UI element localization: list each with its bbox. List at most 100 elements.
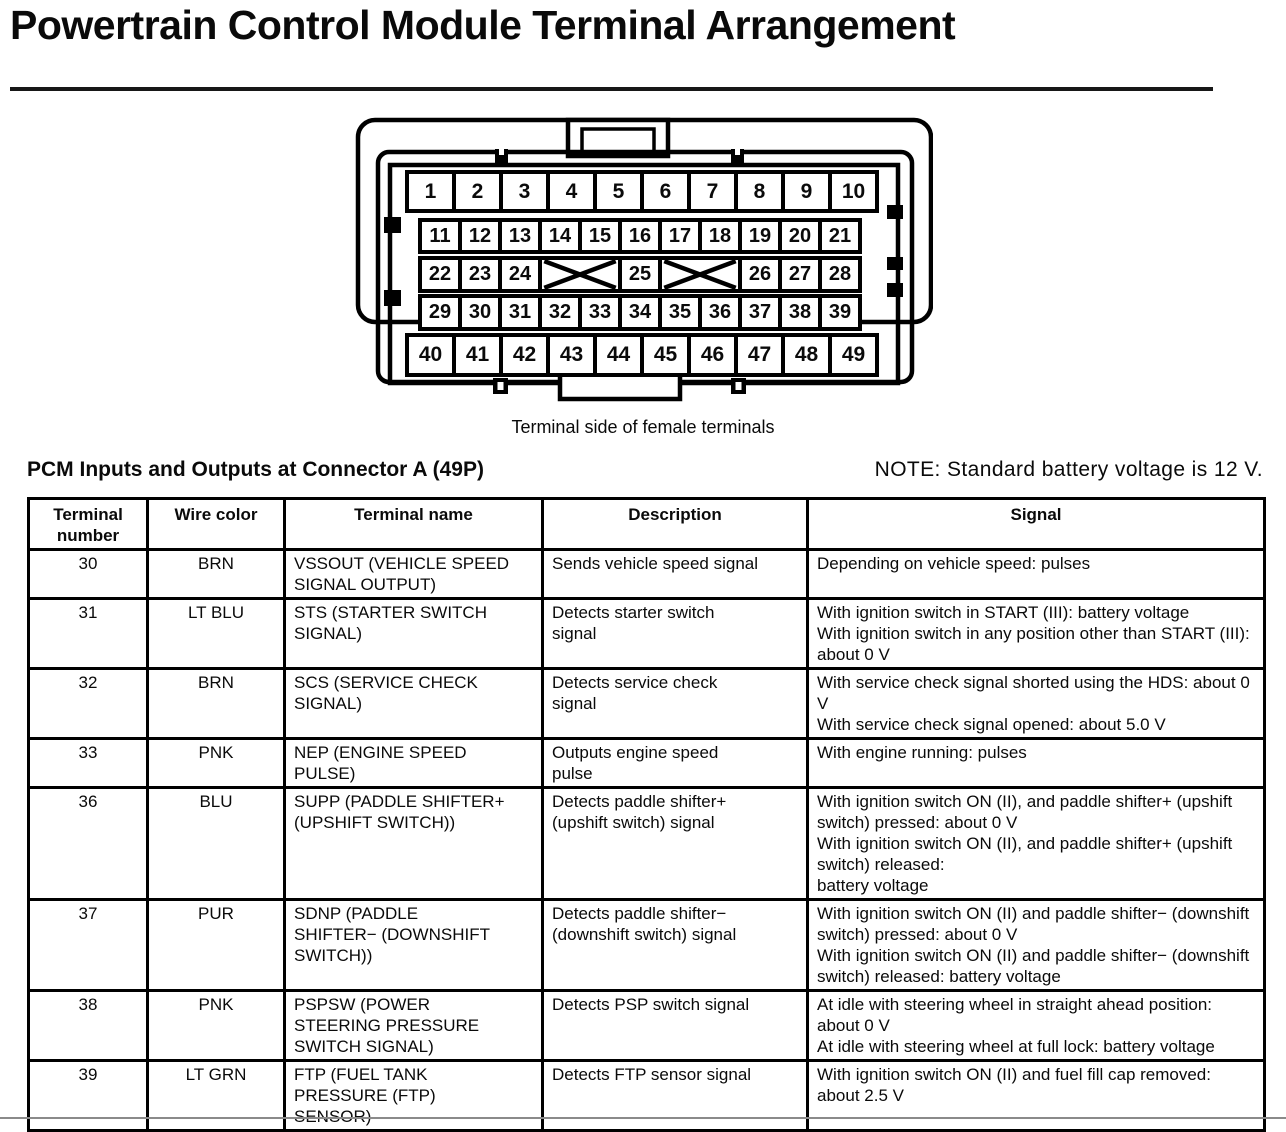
text-line: SIGNAL OUTPUT) — [294, 575, 436, 594]
text-line: SENSOR) — [294, 1106, 533, 1127]
bottom-rule — [0, 1117, 1286, 1119]
description-cell: Detects paddle shifter+(upshift switch) … — [541, 786, 809, 901]
signal-cell: With ignition switch ON (II), and paddle… — [806, 786, 1266, 901]
text-line: With ignition switch in START (III): bat… — [817, 603, 1190, 622]
text-line: pulse — [552, 764, 593, 783]
terminal-number-cell: 39 — [27, 1059, 149, 1132]
text-line: (upshift switch) signal — [552, 813, 715, 832]
text-line: With ignition switch ON (II) and paddle … — [817, 904, 1250, 944]
terminal-cell: 27 — [778, 256, 822, 293]
terminal-number-cell: 36 — [27, 786, 149, 901]
text-line: VSSOUT (VEHICLE SPEED — [294, 554, 510, 573]
text-line: With ignition switch ON (II) and fuel fi… — [817, 1065, 1211, 1105]
terminal-cell: 11 — [418, 218, 462, 254]
section-heading: PCM Inputs and Outputs at Connector A (4… — [27, 458, 484, 481]
terminal-cell: 43 — [546, 333, 597, 377]
terminal-number-cell: 37 — [27, 898, 149, 992]
terminal-cell: 39 — [818, 294, 862, 331]
terminal-cell: 41 — [452, 333, 503, 377]
text-line: battery voltage — [817, 876, 929, 895]
text-line: STS (STARTER SWITCH — [294, 603, 487, 622]
terminal-cell: 36 — [698, 294, 742, 331]
text-line: Detects service check — [552, 673, 718, 692]
terminal-cell: 5 — [593, 170, 644, 213]
signal-cell: With engine running: pulses — [806, 737, 1266, 789]
terminal-cell: 44 — [593, 333, 644, 377]
text-line: PULSE) — [294, 764, 356, 783]
terminal-cell: 48 — [781, 333, 832, 377]
text-line: (UPSHIFT SWITCH)) — [294, 813, 456, 832]
connector-caption: Terminal side of female terminals — [511, 417, 775, 437]
terminal-number-cell: 33 — [27, 737, 149, 789]
text-line: With ignition switch ON (II), and paddle… — [817, 792, 1233, 832]
text-line: With ignition switch in any position oth… — [817, 624, 1250, 664]
text-line: At idle with steering wheel in straight … — [817, 995, 1213, 1035]
terminal-name-cell: SUPP (PADDLE SHIFTER+ (UPSHIFT SWITCH)) — [283, 786, 544, 901]
terminal-cell: 6 — [640, 170, 691, 213]
text-line: With ignition switch ON (II), and paddle… — [817, 834, 1233, 874]
text-line: Sends vehicle speed signal — [552, 554, 759, 573]
text-line: SIGNAL) — [294, 694, 363, 713]
terminal-cell: 34 — [618, 294, 662, 331]
signal-cell: At idle with steering wheel in straight … — [806, 989, 1266, 1062]
text-line: SIGNAL) — [294, 624, 363, 643]
terminal-cell: 47 — [734, 333, 785, 377]
text-line: Detects paddle shifter− — [552, 904, 727, 923]
cross-icon — [662, 260, 738, 289]
text-line: SWITCH SIGNAL) — [294, 1037, 434, 1056]
terminal-cell: 37 — [738, 294, 782, 331]
wire-color-cell: BRN — [146, 548, 286, 600]
column-header: Description — [541, 497, 809, 551]
terminal-cell: 23 — [458, 256, 502, 293]
terminal-cell: 38 — [778, 294, 822, 331]
text-line: SUPP (PADDLE SHIFTER+ — [294, 792, 505, 811]
signal-cell: With ignition switch ON (II) and fuel fi… — [806, 1059, 1266, 1132]
text-line: SHIFTER− (DOWNSHIFT — [294, 925, 490, 944]
terminal-cell: 30 — [458, 294, 502, 331]
terminal-cell: 21 — [818, 218, 862, 254]
terminal-number-cell: 38 — [27, 989, 149, 1062]
text-line: With service check signal shorted using … — [817, 673, 1250, 713]
blocked-cavity-cell — [658, 256, 742, 293]
note-text: NOTE: Standard battery voltage is 12 V. — [874, 458, 1263, 481]
terminal-cell: 3 — [499, 170, 550, 213]
terminal-cell: 1 — [405, 170, 456, 213]
wire-color-cell: PNK — [146, 737, 286, 789]
terminal-cell: 2 — [452, 170, 503, 213]
terminal-cell: 17 — [658, 218, 702, 254]
terminal-cell: 4 — [546, 170, 597, 213]
terminal-cell: 14 — [538, 218, 582, 254]
text-line: (downshift switch) signal — [552, 925, 737, 944]
text-line: Detects starter switch — [552, 603, 715, 622]
terminal-cell: 28 — [818, 256, 862, 293]
terminal-name-cell: STS (STARTER SWITCH SIGNAL) — [283, 597, 544, 670]
terminal-cell: 7 — [687, 170, 738, 213]
terminal-name-cell: VSSOUT (VEHICLE SPEED SIGNAL OUTPUT) — [283, 548, 544, 600]
terminal-cell: 33 — [578, 294, 622, 331]
wire-color-cell: LT GRN — [146, 1059, 286, 1132]
title-rule — [10, 87, 1213, 91]
wire-color-cell: PUR — [146, 898, 286, 992]
wire-color-cell: LT BLU — [146, 597, 286, 670]
text-line: Outputs engine speed — [552, 743, 719, 762]
terminal-cell: 20 — [778, 218, 822, 254]
